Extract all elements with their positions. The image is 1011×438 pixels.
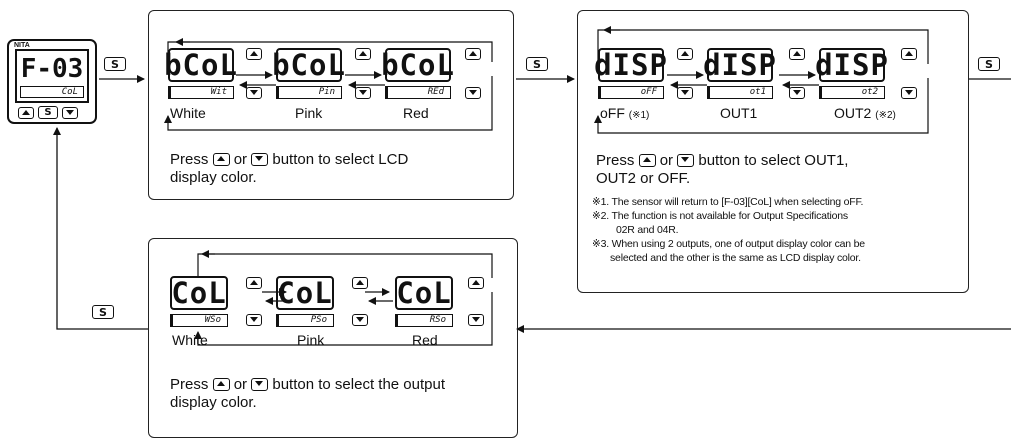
down-button-icon [677,87,693,99]
down-button-icon [465,87,481,99]
up-button-icon [246,277,262,289]
lcd-sub-display: Wit [168,86,234,99]
up-button-icon [901,48,917,60]
up-button-icon [638,154,656,167]
lcd-sub-display: WSo [170,314,228,327]
up-button-icon [352,277,368,289]
down-button-icon [355,87,371,99]
up-button-icon [789,48,805,60]
lcd-main-display: dISP [703,47,777,82]
lcd-main-display: bCoL [272,47,346,82]
note-2: ※2. The function is not available for Ou… [592,210,848,222]
up-button-icon [212,378,230,391]
lcd-main-display: CoL [395,275,453,310]
s-button-label-1: S [104,57,126,71]
down-button-icon [901,87,917,99]
option-label: Red [412,332,438,348]
lcd-sub-display: PSo [276,314,334,327]
lcd-main-display: CoL [276,275,334,310]
controller-device: NITA F-03 CoL S [7,39,97,124]
device-s-button[interactable]: S [38,106,58,119]
option-label: White [172,332,208,348]
up-button-icon [212,153,230,166]
up-button-icon [468,277,484,289]
option-label: Pink [295,105,323,121]
lcd-main-display: dISP [815,47,889,82]
panel-display-output [577,10,969,293]
lcd-main-display: dISP [594,47,668,82]
note-3: ※3. When using 2 outputs, one of output … [592,238,865,250]
device-down-button[interactable] [62,107,78,119]
down-button-icon [246,87,262,99]
panel-lcd-color [148,10,514,200]
note-3-cont: selected and the other is the same as LC… [610,252,861,264]
lcd-main-display: bCoL [164,47,238,82]
instruction-output: Press or button to select the output dis… [170,376,445,411]
device-brand: NITA [14,42,30,49]
up-button-icon [246,48,262,60]
s-button-label-4: S [92,305,114,319]
down-button-icon [789,87,805,99]
lcd-sub-display: oFF [598,86,664,99]
note-2-cont: 02R and 04R. [616,224,679,236]
option-label: Red [403,105,429,121]
option-label: oFF (※1) [600,105,650,121]
note-1: ※1. The sensor will return to [F-03][CoL… [592,196,864,208]
lcd-sub-display: ot2 [819,86,885,99]
lcd-main-display: bCoL [381,47,455,82]
device-sub-display: CoL [20,86,84,98]
option-label: Pink [297,332,325,348]
option-label: White [170,105,206,121]
up-button-icon [677,48,693,60]
down-button-icon [251,378,269,391]
option-label: OUT1 [720,105,758,121]
lcd-main-display: CoL [170,275,228,310]
down-button-icon [677,154,695,167]
up-button-icon [355,48,371,60]
lcd-sub-display: REd [385,86,451,99]
lcd-sub-display: Pin [276,86,342,99]
s-button-label-2: S [526,57,548,71]
device-up-button[interactable] [18,107,34,119]
instruction-lcd: Press or button to select LCD display co… [170,151,409,186]
device-main-display: F-03 [20,54,84,84]
lcd-sub-display: RSo [395,314,453,327]
down-button-icon [468,314,484,326]
up-button-icon [465,48,481,60]
s-button-label-3: S [978,57,1000,71]
down-button-icon [251,153,269,166]
down-button-icon [352,314,368,326]
option-label: OUT2 (※2) [834,105,896,121]
device-screen: F-03 CoL [15,49,89,103]
instruction-display: Press or button to select OUT1, OUT2 or … [596,152,849,187]
lcd-sub-display: ot1 [707,86,773,99]
down-button-icon [246,314,262,326]
